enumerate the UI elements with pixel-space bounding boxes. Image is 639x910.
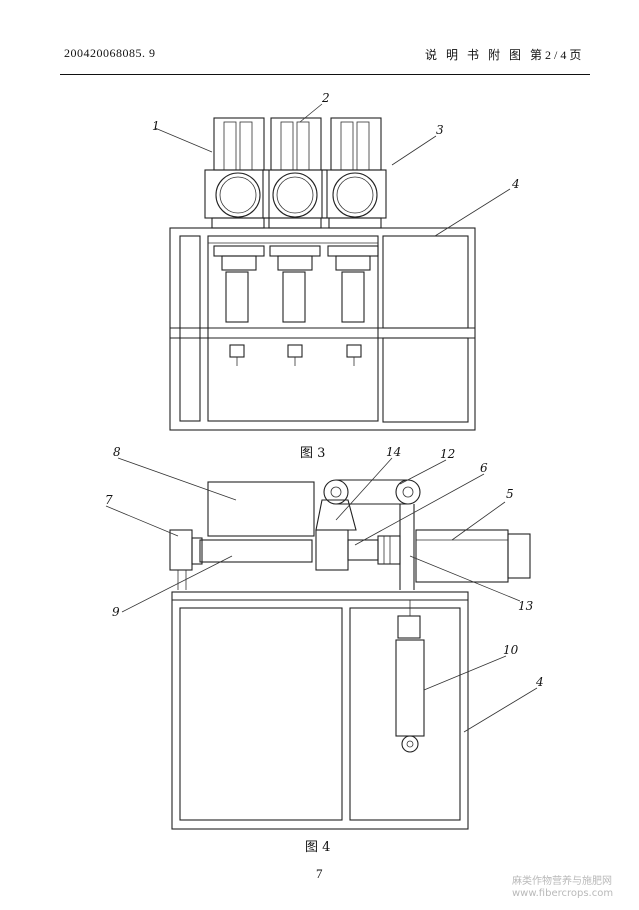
watermark-line-2: www.fibercrops.com	[512, 888, 614, 899]
fig4-label-5: 5	[506, 487, 514, 501]
fig4-coupling	[315, 529, 349, 571]
document-label: 说 明 书 附 图 第2/4页	[425, 48, 585, 62]
fig3-frame	[169, 227, 476, 431]
fig4-frame-right-panel	[349, 607, 461, 821]
fig4-label-13: 13	[518, 599, 534, 613]
fig3-roller-unit-2	[262, 117, 328, 229]
fig3-label-3: 3	[436, 123, 444, 137]
patent-number: 200420068085. 9	[64, 46, 156, 60]
fig4-bearing	[169, 529, 193, 571]
figure-3-caption: 图 3	[300, 446, 326, 461]
fig3-frame-right-panel-bottom	[382, 337, 469, 423]
figure-4-drawing	[105, 457, 538, 830]
fig3-label-4: 4	[511, 177, 520, 191]
fig4-clutch	[377, 535, 401, 565]
fig3-cylinders	[225, 271, 365, 366]
fig4-label-12: 12	[440, 447, 455, 461]
watermark-line-1: 麻类作物营养与施肥网	[512, 876, 612, 887]
fig4-cylinder-head	[397, 615, 421, 639]
fig3-roller-unit-1	[204, 117, 270, 229]
fig4-frame-left-panel	[179, 607, 343, 821]
page-number: 7	[316, 866, 323, 881]
fig4-label-6: 6	[480, 461, 488, 475]
fig4-label-14: 14	[386, 445, 401, 459]
fig3-label-2: 2	[321, 91, 330, 105]
fig4-link-14	[315, 499, 357, 531]
fig4-label-4: 4	[535, 675, 544, 689]
fig4-label-10: 10	[503, 643, 519, 657]
fig4-label-9: 9	[112, 605, 120, 619]
fig3-frame-right-panel-top	[382, 235, 469, 329]
fig4-roller-housing	[207, 481, 315, 537]
watermark: 麻类作物营养与施肥网 www.fibercrops.com	[512, 876, 613, 900]
figure-4-caption: 图 4	[305, 840, 331, 855]
fig4-label-8: 8	[113, 445, 121, 459]
header-rule	[60, 74, 590, 75]
figure-3-drawing	[154, 103, 511, 431]
fig4-frame	[171, 591, 469, 830]
fig3-center-bay	[207, 235, 379, 422]
fig3-coupling-row	[213, 245, 379, 271]
fig4-cylinder	[395, 639, 425, 737]
fig4-label-7: 7	[105, 493, 113, 507]
fig4-motor	[415, 529, 509, 583]
fig3-label-1: 1	[152, 119, 160, 133]
fig4-roller	[199, 539, 313, 563]
fig3-roller-unit-3	[321, 117, 387, 229]
